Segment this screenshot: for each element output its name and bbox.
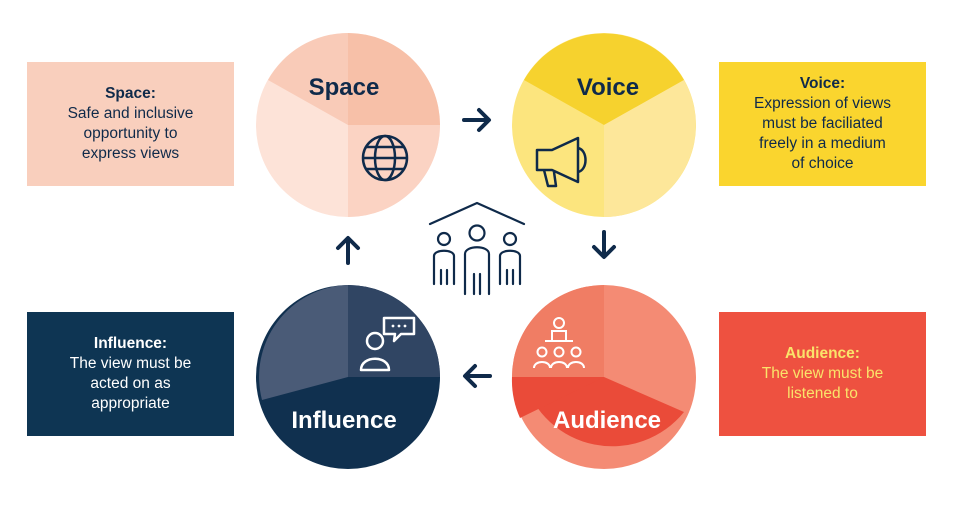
arrow-left-icon <box>463 364 492 388</box>
space-title: Space: <box>105 85 156 102</box>
influence-description-box: Influence: The view must be acted on as … <box>27 312 234 436</box>
arrow-right-icon <box>462 108 491 132</box>
arrow-up-icon <box>336 236 360 265</box>
voice-circle-label: Voice <box>577 74 639 101</box>
influence-circle-label: Influence <box>291 407 396 434</box>
voice-title: Voice: <box>799 75 846 92</box>
voice-description: Expression of views must be faciliated f… <box>754 95 891 172</box>
group-under-roof-icon <box>428 201 526 296</box>
audience-circle-label: Audience <box>553 407 661 434</box>
presenter-audience-icon <box>533 317 585 369</box>
audience-title: Audience: <box>785 345 860 362</box>
space-description-box: Space: Safe and inclusive opportunity to… <box>27 62 234 186</box>
audience-description: The view must be listened to <box>761 365 884 402</box>
person-speech-bubble-icon <box>359 316 416 372</box>
space-circle-label: Space <box>309 74 380 101</box>
voice-description-box: Voice: Expression of views must be facil… <box>719 62 926 186</box>
voice-circle: Voice <box>512 33 696 217</box>
influence-title: Influence: <box>93 335 168 352</box>
globe-icon <box>361 134 409 182</box>
audience-circle: Audience <box>511 285 696 469</box>
megaphone-icon <box>535 136 587 188</box>
influence-description: The view must be acted on as appropriate <box>69 355 192 412</box>
influence-circle: Influence <box>256 285 440 469</box>
audience-description-box: Audience: The view must be listened to <box>719 312 926 436</box>
space-circle: Space <box>256 33 440 217</box>
space-description: Safe and inclusive opportunity to expres… <box>67 105 194 162</box>
arrow-down-icon <box>592 230 616 259</box>
